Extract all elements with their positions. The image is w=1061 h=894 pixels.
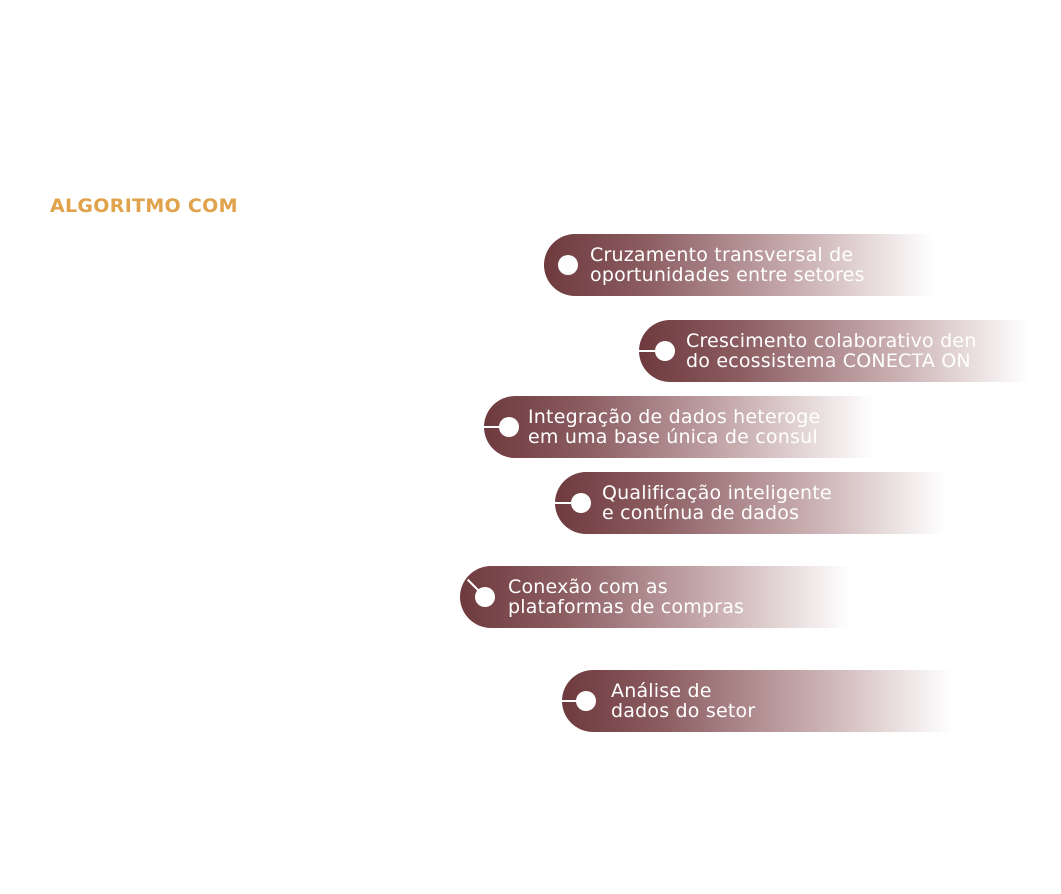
feature-line-2: oportunidades entre setores: [590, 264, 865, 286]
feature-line-2: dados do setor: [611, 700, 756, 722]
connector-line: [484, 426, 504, 428]
feature-text: Análise de dados do setor: [611, 681, 755, 721]
feature-line-1: Cruzamento transversal de: [590, 244, 854, 266]
feature-text: Cruzamento transversal de oportunidades …: [590, 245, 865, 285]
feature-text: Crescimento colaborativo den do ecossist…: [686, 331, 977, 371]
feature-line-2: plataformas de compras: [508, 596, 745, 618]
feature-text: Integração de dados heteroge em uma base…: [528, 407, 820, 447]
feature-pill-purchase-platforms: Conexão com as plataformas de compras: [460, 566, 850, 628]
feature-line-1: Crescimento colaborativo den: [686, 330, 977, 352]
bullet-dot-icon: [475, 587, 495, 607]
feature-pill-cross-opportunities: Cruzamento transversal de oportunidades …: [544, 234, 934, 296]
feature-pill-data-qualification: Qualificação inteligente e contínua de d…: [555, 472, 945, 534]
feature-pill-data-integration: Integração de dados heteroge em uma base…: [484, 396, 874, 458]
feature-line-1: Integração de dados heteroge: [528, 406, 821, 428]
feature-pill-sector-analysis: Análise de dados do setor: [562, 670, 952, 732]
feature-text: Conexão com as plataformas de compras: [508, 577, 744, 617]
feature-text: Qualificação inteligente e contínua de d…: [602, 483, 832, 523]
feature-line-2: e contínua de dados: [602, 502, 800, 524]
connector-line: [639, 350, 659, 352]
feature-line-1: Conexão com as: [508, 576, 668, 598]
bullet-dot-icon: [655, 341, 675, 361]
feature-line-1: Análise de: [611, 680, 712, 702]
bullet-dot-icon: [571, 493, 591, 513]
bullet-dot-icon: [576, 691, 596, 711]
connector-line: [555, 502, 575, 504]
feature-line-1: Qualificação inteligente: [602, 482, 832, 504]
feature-pill-collaborative-growth: Crescimento colaborativo den do ecossist…: [639, 320, 1029, 382]
feature-line-2: em uma base única de consul: [528, 426, 818, 448]
connector-line: [562, 700, 582, 702]
section-heading: ALGORITMO COM: [50, 195, 238, 217]
bullet-dot-icon: [499, 417, 519, 437]
bullet-dot-icon: [558, 255, 578, 275]
feature-line-2: do ecossistema CONECTA ON: [686, 350, 971, 372]
